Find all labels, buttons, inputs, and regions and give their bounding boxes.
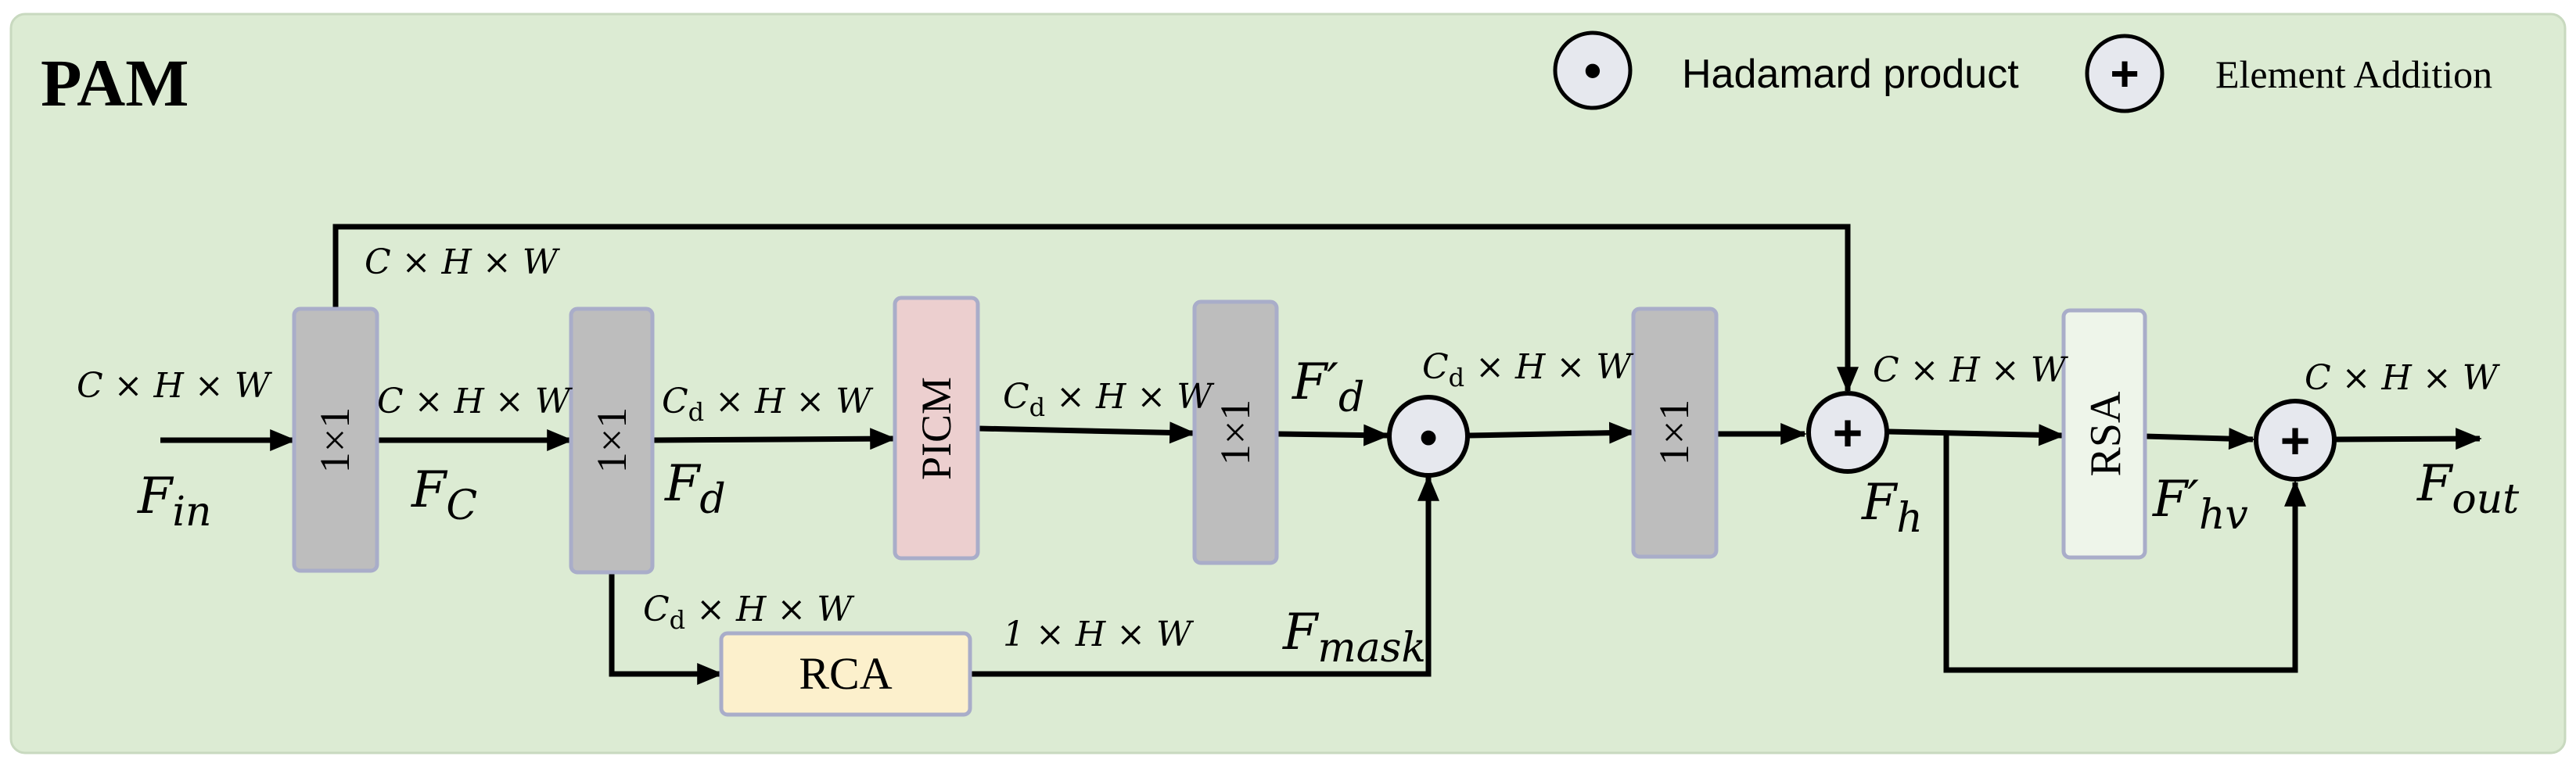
dim-after-add2: C × H × W bbox=[2305, 358, 2501, 398]
conv4-block: 1×1 bbox=[1631, 306, 1719, 559]
dim-rca-input: Cd × H × W bbox=[643, 590, 855, 635]
feature-f-d: Fd bbox=[664, 455, 726, 523]
hadamard-legend-icon bbox=[1553, 30, 1633, 110]
dim-after-hadamard: Cd × H × W bbox=[1422, 347, 1634, 392]
addition-legend-label: Element Addition bbox=[2215, 52, 2492, 96]
residual-fh-to-add2 bbox=[1943, 432, 2306, 673]
feature-f-hv-prime: F′hv bbox=[2152, 471, 2248, 539]
rca-block: RCA bbox=[719, 631, 972, 717]
add1-operator: + bbox=[1806, 391, 1889, 474]
rca-label: RCA bbox=[799, 648, 892, 699]
conv3-block: 1×1 bbox=[1192, 299, 1279, 565]
feature-f-out: Fout bbox=[2416, 455, 2519, 523]
arrow-rsa-to-add2 bbox=[2144, 428, 2255, 450]
arrow-conv2-to-picm bbox=[652, 428, 896, 450]
conv2-label: 1×1 bbox=[588, 407, 635, 473]
add2-operator-symbol: + bbox=[2280, 411, 2311, 469]
conv3-label: 1×1 bbox=[1212, 400, 1259, 465]
dimension-labels: C × H × W C × H × W C × H × W Cd × H × W… bbox=[77, 242, 2501, 654]
dim-after-conv2: Cd × H × W bbox=[662, 382, 874, 427]
module-title: PAM bbox=[41, 45, 189, 120]
hadamard-operator-symbol: • bbox=[1419, 408, 1437, 466]
picm-block: PICM bbox=[893, 296, 980, 561]
feature-f-h: Fh bbox=[1861, 474, 1923, 542]
conv1-block: 1×1 bbox=[292, 306, 379, 573]
add1-operator-symbol: + bbox=[1833, 403, 1863, 461]
addition-legend-icon bbox=[2085, 34, 2165, 113]
hadamard-legend-label: Hadamard product bbox=[1682, 52, 2019, 97]
feature-f-mask: Fmask bbox=[1282, 604, 1426, 672]
conv4-label: 1×1 bbox=[1651, 400, 1698, 465]
arrow-add1-to-rsa bbox=[1885, 424, 2065, 446]
conv2-block: 1×1 bbox=[569, 306, 655, 575]
skip-conv1-to-add1 bbox=[332, 224, 1859, 393]
branch-conv2-to-rca bbox=[609, 572, 724, 685]
dim-skip-top: C × H × W bbox=[365, 242, 561, 282]
feature-f-in: Fin bbox=[137, 468, 212, 536]
legend: • Hadamard product + Element Addition bbox=[1553, 30, 2492, 113]
feature-f-c: FC bbox=[411, 461, 477, 529]
dim-after-picm: Cd × H × W bbox=[1003, 377, 1215, 422]
addition-legend-symbol: + bbox=[2110, 45, 2139, 102]
picm-label: PICM bbox=[913, 377, 960, 480]
add2-operator: + bbox=[2254, 399, 2337, 482]
dim-after-conv1: C × H × W bbox=[377, 382, 573, 421]
dim-after-add1: C × H × W bbox=[1873, 350, 2069, 390]
feature-f-d-prime: F′d bbox=[1292, 353, 1364, 421]
arrow-picm-to-conv3 bbox=[977, 421, 1196, 444]
dim-rca-output: 1 × H × W bbox=[1003, 615, 1195, 654]
connections bbox=[160, 224, 2482, 685]
feature-labels: Fin FC Fd F′d Fmask Fh F′hv Fout bbox=[137, 353, 2519, 672]
rsa-block: RSA bbox=[2061, 308, 2147, 560]
conv1-label: 1×1 bbox=[311, 407, 358, 473]
rsa-label: RSA bbox=[2082, 391, 2130, 476]
hadamard-operator: • bbox=[1387, 395, 1470, 478]
hadamard-legend-symbol: • bbox=[1584, 42, 1601, 99]
dim-input: C × H × W bbox=[77, 366, 273, 406]
arrow-conv3-to-hadamard bbox=[1276, 424, 1390, 446]
arrow-rca-to-hadamard bbox=[970, 475, 1439, 677]
arrow-hadamard-to-conv4 bbox=[1468, 421, 1636, 444]
